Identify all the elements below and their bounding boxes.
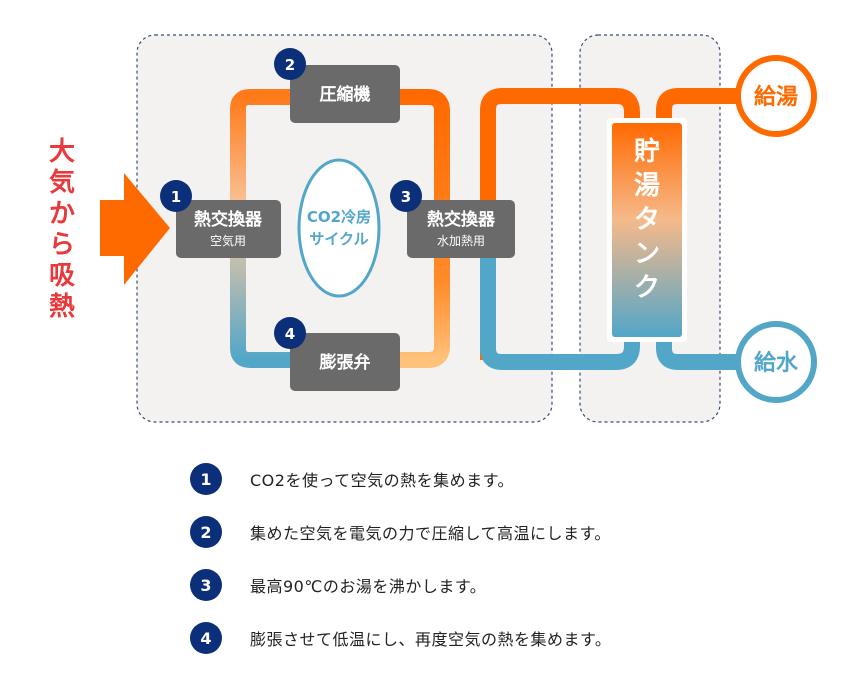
cycle-label-line2: サイクル [309,230,368,248]
step-number-badge: 2 [190,516,222,548]
step-list: 1 CO2を使って空気の熱を集めます。 2 集めた空気を電気の力で圧縮して高温に… [190,462,830,674]
water-pipe-hot [480,88,640,360]
step-item: 4 膨張させて低温にし、再度空気の熱を集めます。 [190,621,830,655]
step-number-badge: 3 [190,569,222,601]
step-item: 2 集めた空気を電気の力で圧縮して高温にします。 [190,515,830,549]
water-pipe-cold [480,230,640,370]
svg-text:水加熱用: 水加熱用 [437,234,485,248]
cycle-center [297,158,381,298]
hot-water-label: 給湯 [754,84,798,110]
step-item: 1 CO2を使って空気の熱を集めます。 [190,462,830,496]
cold-water-input [735,321,817,403]
svg-text:4: 4 [285,325,295,343]
intake-label-char: 熱 [49,292,75,322]
heat-pump-diagram: 貯湯タンク 給湯 給水 CO2冷房 サイクル 熱交換器 空気用 1 圧縮機 2 … [49,34,817,423]
svg-text:熱交換器: 熱交換器 [194,209,263,230]
hot-water-output [735,55,817,137]
intake-label-char: ら [49,230,75,260]
tank-label: 貯湯タンク [634,136,660,303]
svg-text:圧縮機: 圧縮機 [320,84,371,105]
intake-label-char: か [49,199,75,229]
step-text: CO2を使って空気の熱を集めます。 [250,471,515,490]
step-text: 最高90℃のお湯を沸かします。 [250,577,487,596]
intake-label-char: 大 [49,137,75,167]
svg-text:膨張弁: 膨張弁 [320,352,371,373]
svg-text:1: 1 [171,188,181,206]
step-number-badge: 4 [190,622,222,654]
intake-label-char: 吸 [49,261,75,291]
svg-text:空気用: 空気用 [210,233,246,248]
svg-text:3: 3 [401,188,411,206]
svg-text:熱交換器: 熱交換器 [427,209,496,230]
step-item: 3 最高90℃のお湯を沸かします。 [190,568,830,602]
component-compressor: 圧縮機 2 [274,48,400,123]
step-number-badge: 1 [190,463,222,495]
step-text: 膨張させて低温にし、再度空気の熱を集めます。 [250,630,612,649]
component-expansion-valve: 膨張弁 4 [274,317,400,391]
step-text: 集めた空気を電気の力で圧縮して高温にします。 [250,524,611,543]
component-air-heat-exchanger: 熱交換器 空気用 1 [160,180,281,258]
intake-label-char: 気 [49,167,75,198]
cold-water-label: 給水 [754,350,799,376]
supply-water-pipe [656,338,745,370]
hot-water-pipe [656,88,745,122]
component-water-heat-exchanger: 熱交換器 水加熱用 3 [390,180,515,258]
svg-text:2: 2 [285,56,295,74]
cycle-label-line1: CO2冷房 [307,208,371,226]
intake-arrow [100,173,170,285]
